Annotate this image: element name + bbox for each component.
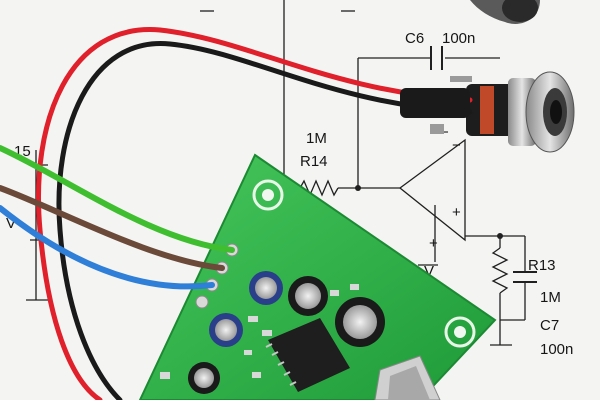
capacitor [249, 271, 283, 305]
audio-jack [430, 71, 575, 153]
c7-label: C7 [540, 317, 559, 334]
rail-plus-sign: + [429, 235, 438, 252]
capacitor [188, 362, 220, 394]
opamp-minus-sign: − [452, 137, 461, 154]
top-component [470, 0, 540, 24]
capacitor [335, 297, 385, 347]
ic-chip [265, 318, 350, 392]
opamp-plus-sign: + [452, 204, 461, 221]
input-wires [0, 145, 235, 290]
schematic-node-dot [355, 185, 361, 191]
capacitor [288, 276, 328, 316]
pcb-board [138, 153, 497, 400]
rail-minus-sign: − [440, 124, 449, 141]
c6-label: C6 [405, 30, 424, 47]
r13-value-label: 1M [540, 289, 561, 306]
jack-wires [36, 27, 473, 400]
left-fragment-label-2: V [6, 215, 16, 232]
r13-label: R13 [528, 257, 556, 274]
r14-label: R14 [300, 153, 328, 170]
capacitor [209, 313, 243, 347]
smd-components [160, 284, 359, 379]
bottom-fragment-label: V [424, 263, 434, 280]
c7-value-label: 100n [540, 341, 573, 358]
c6-value-label: 100n [442, 30, 475, 47]
board-connector [374, 355, 441, 400]
schematic-node-dot [497, 233, 503, 239]
r14-value-label: 1M [306, 130, 327, 147]
